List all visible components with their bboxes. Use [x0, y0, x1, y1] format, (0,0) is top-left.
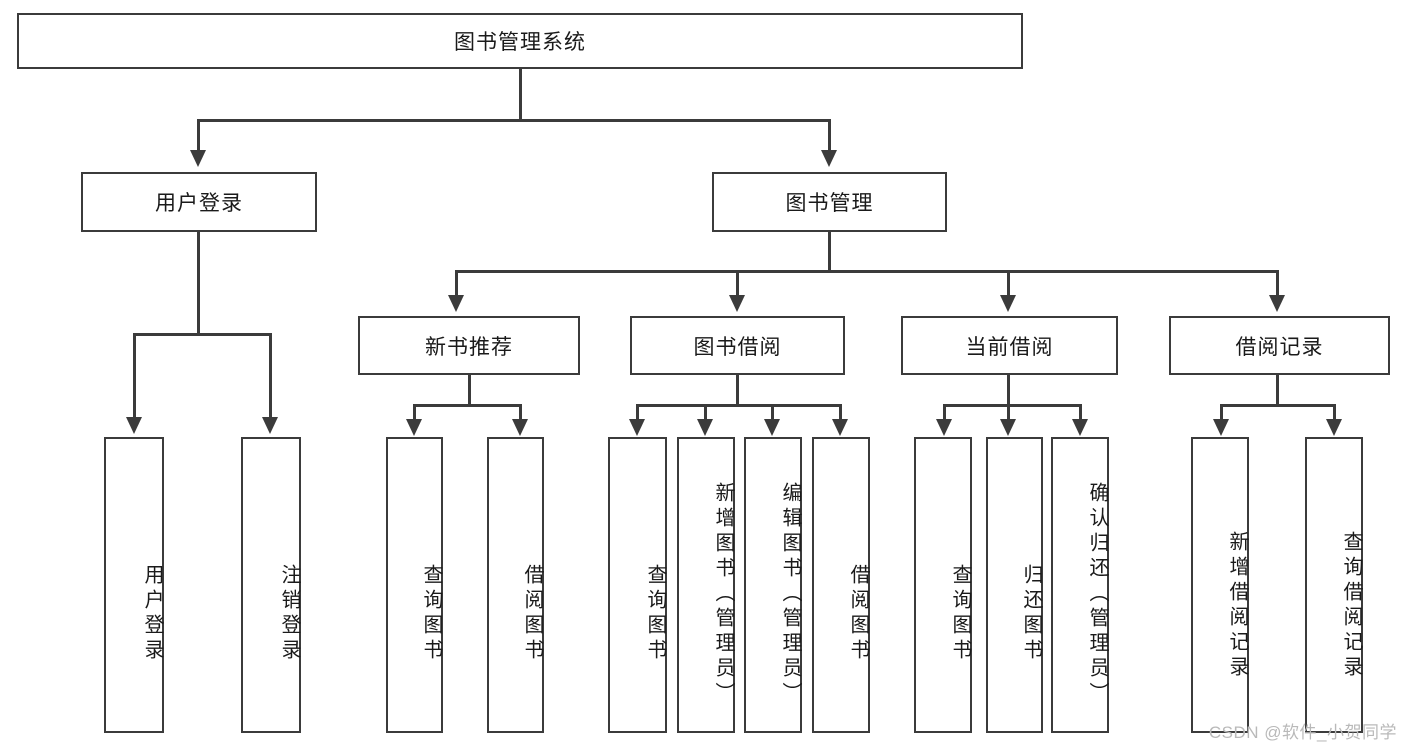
edge-root-split-bar [197, 119, 831, 122]
edge-user-login-split-bar [133, 333, 272, 336]
edge-book-management-to-new-book-recommend [455, 270, 458, 296]
arrow-new-book-recommend-to-leaf-2 [512, 419, 528, 436]
edge-root-to-user-login [197, 119, 200, 151]
edge-new-book-recommend-stem [468, 375, 471, 405]
arrow-root-to-book-management [821, 150, 837, 167]
arrow-to-book-borrow [729, 295, 745, 312]
node-label: 归还图书 [1020, 564, 1042, 664]
leaf-return-book[interactable]: 归还图书 [986, 437, 1043, 733]
arrow-to-borrow-record [1269, 295, 1285, 312]
csdn-watermark: CSDN @软件_小贺同学 [1208, 723, 1397, 742]
edge-book-management-to-current-borrow [1007, 270, 1010, 296]
edge-new-book-recommend-to-leaf-1 [413, 404, 416, 420]
node-current-borrow[interactable]: 当前借阅 [901, 316, 1118, 375]
arrow-to-current-borrow [1000, 295, 1016, 312]
leaf-borrow-book-borrow[interactable]: 借阅图书 [812, 437, 870, 733]
node-label: 图书管理系统 [454, 31, 586, 54]
edge-book-management-split-bar [455, 270, 1279, 273]
arrow-book-borrow-to-leaf-1 [629, 419, 645, 436]
arrow-borrow-record-to-leaf-2 [1326, 419, 1342, 436]
leaf-query-book-borrow[interactable]: 查询图书 [608, 437, 667, 733]
edge-book-borrow-to-leaf-4 [839, 404, 842, 420]
edge-user-login-stem [197, 232, 200, 334]
arrow-user-login-to-leaf-2 [262, 417, 278, 434]
leaf-add-borrow-record[interactable]: 新增借阅记录 [1191, 437, 1249, 733]
arrow-book-borrow-to-leaf-4 [832, 419, 848, 436]
node-label: 新增借阅记录 [1226, 531, 1248, 681]
node-label: 当前借阅 [965, 335, 1054, 359]
edge-borrow-record-to-leaf-1 [1220, 404, 1223, 420]
arrow-root-to-user-login [190, 150, 206, 167]
node-label: 查询图书 [949, 564, 971, 664]
edge-current-borrow-split-bar [943, 404, 1082, 407]
node-label: 图书管理 [785, 192, 874, 215]
leaf-edit-book-admin[interactable]: 编辑图书（管理员） [744, 437, 802, 733]
node-label: 查询图书 [644, 564, 666, 664]
node-label: 注销登录 [278, 564, 300, 664]
node-label: 借阅图书 [847, 564, 869, 664]
node-borrow-record[interactable]: 借阅记录 [1169, 316, 1390, 375]
edge-book-management-to-book-borrow [736, 270, 739, 296]
leaf-user-login[interactable]: 用户登录 [104, 437, 164, 733]
arrow-new-book-recommend-to-leaf-1 [406, 419, 422, 436]
node-label: 用户登录 [141, 564, 163, 664]
node-label: 借阅记录 [1235, 335, 1324, 359]
edge-current-borrow-stem [1007, 375, 1010, 405]
edge-book-borrow-to-leaf-1 [636, 404, 639, 420]
node-label: 确认归还（管理员） [1086, 481, 1108, 707]
arrow-to-new-book-recommend [448, 295, 464, 312]
edge-current-borrow-to-leaf-3 [1079, 404, 1082, 420]
node-label: 用户登录 [155, 192, 243, 215]
arrow-current-borrow-to-leaf-2 [1000, 419, 1016, 436]
edge-new-book-recommend-split-bar [413, 404, 522, 407]
edge-book-borrow-to-leaf-3 [771, 404, 774, 420]
edge-root-to-book-management [828, 119, 831, 151]
leaf-borrow-book-recommend[interactable]: 借阅图书 [487, 437, 544, 733]
leaf-query-borrow-record[interactable]: 查询借阅记录 [1305, 437, 1363, 733]
edge-current-borrow-to-leaf-1 [943, 404, 946, 420]
node-label: 查询借阅记录 [1340, 531, 1362, 681]
arrow-book-borrow-to-leaf-3 [764, 419, 780, 436]
leaf-query-book-recommend[interactable]: 查询图书 [386, 437, 443, 733]
node-root-book-management-system[interactable]: 图书管理系统 [17, 13, 1023, 69]
edge-borrow-record-split-bar [1220, 404, 1336, 407]
arrow-borrow-record-to-leaf-1 [1213, 419, 1229, 436]
edge-book-management-stem [828, 232, 831, 271]
edge-root-stem [519, 69, 522, 120]
arrow-book-borrow-to-leaf-2 [697, 419, 713, 436]
node-label: 图书借阅 [693, 335, 782, 359]
node-label: 新增图书（管理员） [712, 481, 734, 707]
leaf-query-book-current[interactable]: 查询图书 [914, 437, 972, 733]
node-book-borrow[interactable]: 图书借阅 [630, 316, 845, 375]
arrow-current-borrow-to-leaf-1 [936, 419, 952, 436]
edge-borrow-record-to-leaf-2 [1333, 404, 1336, 420]
node-user-login[interactable]: 用户登录 [81, 172, 317, 232]
leaf-confirm-return-admin[interactable]: 确认归还（管理员） [1051, 437, 1109, 733]
leaf-add-book-admin[interactable]: 新增图书（管理员） [677, 437, 735, 733]
arrow-user-login-to-leaf-1 [126, 417, 142, 434]
node-label: 借阅图书 [521, 564, 543, 664]
edge-book-borrow-to-leaf-2 [704, 404, 707, 420]
arrow-current-borrow-to-leaf-3 [1072, 419, 1088, 436]
edge-current-borrow-to-leaf-2 [1007, 404, 1010, 420]
edge-user-login-to-leaf-2 [269, 333, 272, 418]
edge-user-login-to-leaf-1 [133, 333, 136, 418]
node-book-management[interactable]: 图书管理 [712, 172, 947, 232]
edge-book-borrow-stem [736, 375, 739, 405]
leaf-logout[interactable]: 注销登录 [241, 437, 301, 733]
node-label: 新书推荐 [425, 335, 513, 359]
edge-borrow-record-stem [1276, 375, 1279, 405]
node-new-book-recommend[interactable]: 新书推荐 [358, 316, 580, 375]
node-label: 编辑图书（管理员） [779, 481, 801, 707]
edge-new-book-recommend-to-leaf-2 [519, 404, 522, 420]
node-label: 查询图书 [420, 564, 442, 664]
edge-book-borrow-split-bar [636, 404, 842, 407]
edge-book-management-to-borrow-record [1276, 270, 1279, 296]
